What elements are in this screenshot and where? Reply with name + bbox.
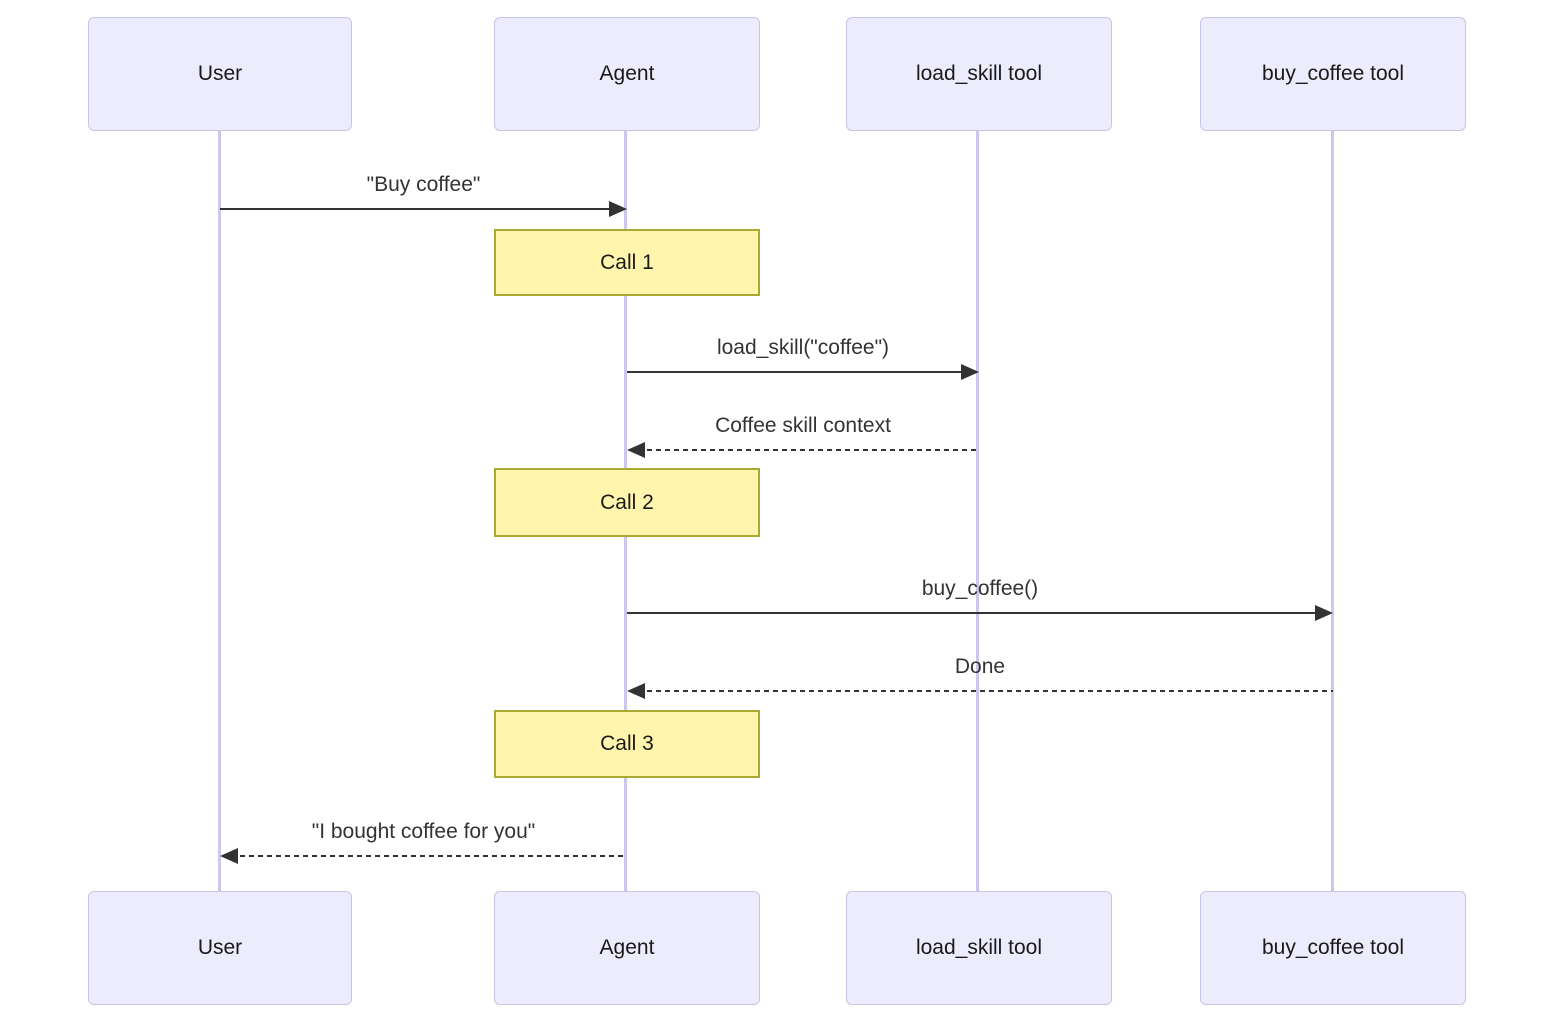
participant-buy-coffee-tool-bottom: buy_coffee tool	[1200, 891, 1466, 1005]
note-label: Call 2	[600, 490, 654, 514]
participant-label: load_skill tool	[915, 936, 1043, 959]
message-arrow-done	[627, 683, 1333, 699]
participant-agent-bottom: Agent	[494, 891, 760, 1005]
message-arrow-buy-coffee-call	[627, 605, 1333, 621]
arrowhead-right-icon	[961, 364, 979, 380]
arrowhead-left-icon	[220, 848, 238, 864]
participant-label: Agent	[599, 936, 655, 959]
note-call-3: Call 3	[494, 710, 760, 778]
note-label: Call 3	[600, 732, 654, 755]
note-label: Call 1	[600, 250, 654, 274]
message-arrow-bought-coffee-reply	[220, 848, 627, 864]
participant-buy-coffee-tool-top: buy_coffee tool	[1200, 17, 1466, 131]
message-label-load-skill: load_skill("coffee")	[716, 336, 890, 359]
arrowhead-right-icon	[609, 201, 627, 217]
message-label-buy-coffee-request: "Buy coffee"	[366, 173, 481, 196]
participant-label: Agent	[599, 62, 655, 85]
note-call-2: Call 2	[494, 468, 760, 537]
arrowhead-left-icon	[627, 442, 645, 458]
participant-user-bottom: User	[88, 891, 352, 1005]
message-label-bought-coffee-reply: "I bought coffee for you"	[311, 820, 536, 843]
arrowhead-right-icon	[1315, 605, 1333, 621]
participant-user-top: User	[88, 17, 352, 131]
message-label-coffee-skill-context: Coffee skill context	[715, 414, 891, 437]
participant-label: User	[197, 936, 243, 959]
participant-label: User	[197, 62, 243, 85]
participant-label: buy_coffee tool	[1261, 62, 1405, 85]
note-call-1: Call 1	[494, 229, 760, 296]
participant-label: buy_coffee tool	[1261, 936, 1405, 959]
message-arrow-load-skill	[627, 364, 979, 380]
lifeline-user	[218, 131, 221, 891]
message-arrow-coffee-skill-context	[627, 442, 979, 458]
participant-agent-top: Agent	[494, 17, 760, 131]
lifeline-load-skill-tool	[976, 131, 979, 891]
participant-label: load_skill tool	[915, 62, 1043, 85]
participant-load-skill-tool-top: load_skill tool	[846, 17, 1112, 131]
lifeline-buy-coffee-tool	[1331, 131, 1334, 891]
message-arrow-buy-coffee-request	[220, 201, 627, 217]
message-label-done: Done	[954, 655, 1006, 678]
participant-load-skill-tool-bottom: load_skill tool	[846, 891, 1112, 1005]
arrowhead-left-icon	[627, 683, 645, 699]
message-label-buy-coffee-call: buy_coffee()	[921, 577, 1039, 600]
